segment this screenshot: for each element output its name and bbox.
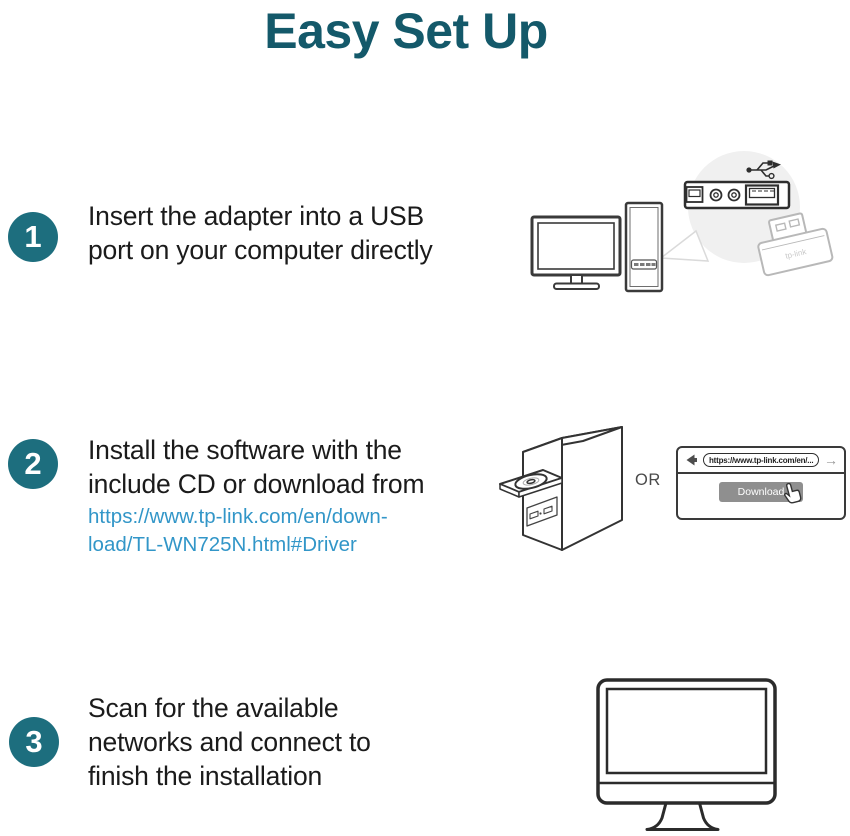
cd-disc <box>514 473 548 490</box>
browser-window-illustration: https://www.tp-link.com/en/... → Downloa… <box>676 446 846 520</box>
step2-number-badge: 2 <box>8 439 58 489</box>
step3-number-badge: 3 <box>9 717 59 767</box>
url-bar: https://www.tp-link.com/en/... <box>703 453 819 467</box>
download-row: Download <box>678 482 844 502</box>
step3-number: 3 <box>25 724 43 759</box>
magnifier-tail <box>658 229 710 262</box>
cd-tower-illustration <box>499 426 623 551</box>
step1-instruction-text: Insert the adapter into a USB port on yo… <box>88 201 433 265</box>
monitor-screen <box>605 687 768 775</box>
desktop-monitor-icon <box>530 215 622 290</box>
hand-cursor-icon <box>784 482 802 504</box>
page-title: Easy Set Up <box>264 3 548 59</box>
back-arrow-icon <box>686 454 697 466</box>
imac-monitor-illustration <box>596 678 777 831</box>
forward-arrow-icon: → <box>824 452 838 468</box>
download-button[interactable]: Download <box>719 482 803 502</box>
usb-symbol-icon <box>746 160 781 180</box>
browser-toolbar: https://www.tp-link.com/en/... → <box>678 448 844 474</box>
monitor-frame <box>596 678 777 805</box>
step3-instruction-text: Scan for the available networks and conn… <box>88 693 371 791</box>
usb-adapter: tp-link <box>757 212 834 277</box>
driver-download-link[interactable]: https://www.tp-link.com/en/down- load/TL… <box>88 505 388 556</box>
step1-illustration: tp-link <box>530 151 834 293</box>
monitor-stand <box>645 802 720 831</box>
step1-number-badge: 1 <box>8 212 58 262</box>
tower-io-panel <box>526 496 558 527</box>
or-label: OR <box>635 471 661 489</box>
usb-ports-panel <box>683 180 791 210</box>
step1-number: 1 <box>24 219 42 254</box>
tower-side-face <box>561 426 623 551</box>
step2-number: 2 <box>24 446 42 481</box>
step2-instruction-text: Install the software with the include CD… <box>88 435 425 499</box>
desktop-tower-icon <box>624 201 664 293</box>
